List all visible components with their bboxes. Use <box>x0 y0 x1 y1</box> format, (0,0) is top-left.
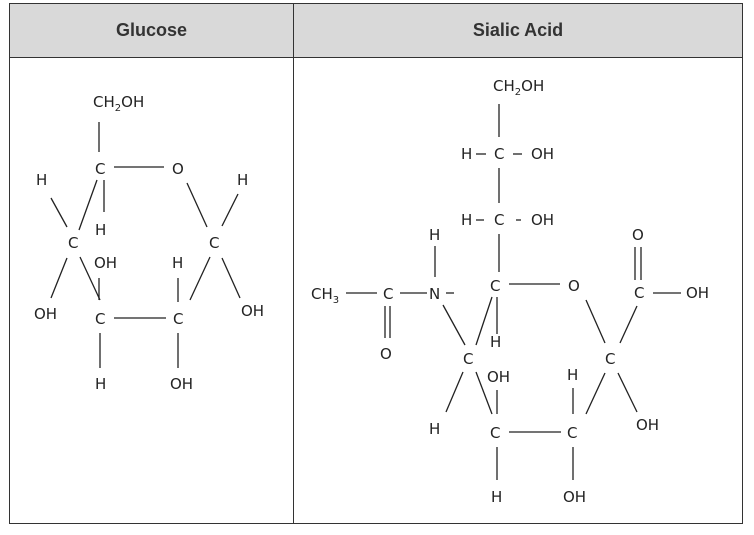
glucose-structure: CH2OH C O H H H C C OH H OH C C OH H OH <box>34 93 264 393</box>
sialic-bond <box>585 372 606 415</box>
sialic-ring-oxygen: O <box>568 277 580 295</box>
glucose-c2: C <box>173 310 183 328</box>
sialic-bond <box>445 371 464 413</box>
sialic-bond <box>475 296 493 346</box>
sialic-bond <box>617 372 638 413</box>
sialic-oh-c3-down: OH <box>563 488 586 506</box>
glucose-bond <box>79 256 101 301</box>
glucose-h-c3-down: H <box>95 375 106 393</box>
glucose-bond <box>189 256 211 301</box>
glucose-oh-c2-down: OH <box>170 375 193 393</box>
sialic-bond <box>475 371 493 415</box>
structure-table: Glucose Sialic Acid <box>9 3 743 524</box>
sialic-o-amide: O <box>380 345 392 363</box>
glucose-bond <box>50 257 68 299</box>
sialic-c-top1: C <box>494 145 504 163</box>
sialic-c3: C <box>567 424 577 442</box>
header-sialic-acid: Sialic Acid <box>294 4 742 58</box>
glucose-h-c2-up: H <box>172 254 183 272</box>
sialic-oh-c4-up: OH <box>487 368 510 386</box>
header-glucose: Glucose <box>10 4 294 58</box>
glucose-bond <box>221 257 241 299</box>
sialic-bond <box>619 305 638 344</box>
sialic-c6: C <box>490 277 500 295</box>
glucose-h-c5-below: H <box>95 221 106 239</box>
glucose-ch2oh-label: CH2OH <box>93 93 144 114</box>
glucose-oh-c1: OH <box>241 302 264 320</box>
sialic-oh-top1: OH <box>531 145 554 163</box>
glucose-h-c5-left: H <box>36 171 47 189</box>
glucose-c1: C <box>209 234 219 252</box>
glucose-c5: C <box>95 160 105 178</box>
glucose-oh-c4: OH <box>34 305 57 323</box>
sialic-h-c3-up: H <box>567 366 578 384</box>
glucose-bond <box>221 193 239 227</box>
sialic-c-amide: C <box>383 285 393 303</box>
glucose-oh-c3-up: OH <box>94 254 117 272</box>
sialic-h-c4-down: H <box>491 488 502 506</box>
sialic-c-top2: C <box>494 211 504 229</box>
sialic-h-top1: H <box>461 145 472 163</box>
glucose-bond <box>78 179 98 231</box>
sialic-oh-c2: OH <box>636 416 659 434</box>
sialic-h-n: H <box>429 226 440 244</box>
glucose-ring-oxygen: O <box>172 160 184 178</box>
sialic-bond <box>585 299 606 344</box>
sialic-o-carbonyl-top: O <box>632 226 644 244</box>
sialic-bond <box>442 304 466 346</box>
sialic-ch3-label: CH3 <box>311 285 339 306</box>
sialic-h-top2: H <box>461 211 472 229</box>
sialic-c5: C <box>463 350 473 368</box>
glucose-c3: C <box>95 310 105 328</box>
sialic-c2: C <box>605 350 615 368</box>
sialic-ch2oh-label: CH2OH <box>493 77 544 98</box>
glucose-bond <box>186 182 208 228</box>
sialic-oh-cooh: OH <box>686 284 709 302</box>
sialic-c4: C <box>490 424 500 442</box>
glucose-h-c1-top: H <box>237 171 248 189</box>
glucose-bond <box>50 197 68 228</box>
sialic-h-c6: H <box>490 333 501 351</box>
glucose-c4: C <box>68 234 78 252</box>
sialic-oh-top2: OH <box>531 211 554 229</box>
sialic-c-cooh: C <box>634 284 644 302</box>
sialic-n: N <box>429 285 440 303</box>
sialic-h-c5: H <box>429 420 440 438</box>
column-divider <box>293 4 294 523</box>
sialic-acid-structure: CH2OH H C OH H C OH H O CH3 C N C O C OH… <box>311 77 709 506</box>
